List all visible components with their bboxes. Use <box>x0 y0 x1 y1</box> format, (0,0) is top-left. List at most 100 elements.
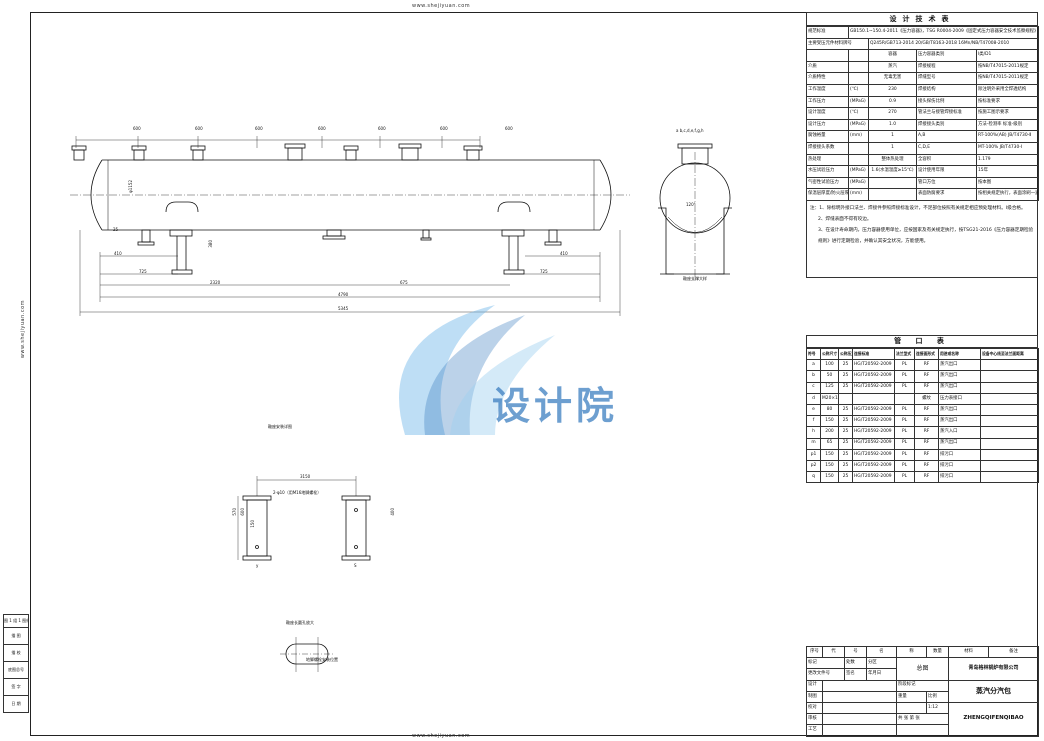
tech-unit <box>848 60 869 74</box>
tech-unit <box>848 49 869 62</box>
tech-row: 气密性试验压力(MPaG)管口方位按本图 <box>806 176 1040 190</box>
nozzle-cell: 25 <box>838 459 853 473</box>
tech-value-2: 按施工图示要求 <box>975 107 1040 120</box>
tech-row: 介质蒸汽焊接规程按NB/T47015-2011规定 <box>806 60 1040 74</box>
tb-product-pinyin: ZHENGQIFENQIBAO <box>948 701 1039 737</box>
tb-left-process: 工艺 <box>806 724 823 737</box>
nozzle-cell: 25 <box>838 415 853 428</box>
nozzle-cell: RF <box>914 448 939 461</box>
tech-value <box>868 176 917 190</box>
tech-label-2: 焊缝型号 <box>916 72 977 85</box>
tech-value: 1.0 <box>868 118 917 132</box>
nozzle-cell: e <box>806 403 821 417</box>
tech-value-2: MT-100% JB/T4730-Ⅰ <box>975 141 1040 155</box>
title-block-head-cell: 号 <box>844 645 867 659</box>
saddle-left-label: y <box>256 563 259 568</box>
dim-top-2: 600 <box>195 126 203 131</box>
nozzle-cell: PL <box>894 403 915 417</box>
tech-unit: (mm) <box>848 188 869 201</box>
nozzle-cell: RF <box>914 426 939 439</box>
tech-note-3: 3、在设计寿命期内，压力容器使用单位，应按国家及有关规定执行，按TSG21-20… <box>818 227 1034 244</box>
tech-label-2: 设计使用年限 <box>916 165 977 178</box>
tech-label: 介质 <box>806 60 849 74</box>
nozzle-cell: RF <box>914 359 939 372</box>
tech-value: 无毒无害 <box>868 72 917 85</box>
nozzle-cell: c <box>806 381 821 394</box>
nozzle-cell <box>838 392 853 405</box>
nozzle-cell: b <box>806 370 821 383</box>
slot-detail-title: 鞍座长圆孔放大 <box>286 620 314 625</box>
dim-410-right: 410 <box>560 251 568 256</box>
title-block-head-cell: 称 <box>896 645 927 659</box>
watermark-logo-icon <box>399 305 555 435</box>
nozzle-header-cell: 用途或名称 <box>938 347 981 361</box>
nozzle-cell: HG/T20592-2009 <box>852 459 895 473</box>
tech-unit: (MPaG) <box>848 118 869 132</box>
nozzle-cell <box>980 403 1039 417</box>
watermark-url-left: www.shejiyuan.com <box>20 300 26 359</box>
nozzle-table-title: 管 口 表 <box>806 335 1038 348</box>
nozzle-cell: 50 <box>820 370 839 383</box>
saddle-dim-570: 570 <box>232 508 237 516</box>
tech-unit: (℃) <box>848 107 869 120</box>
tb-stage-label: 阶段标记 <box>896 679 949 692</box>
nozzle-table: 管 口 表 符号公称尺寸公称压力连接标准法兰型式连接面形式用途或名称设备中心线至… <box>806 335 1039 484</box>
tech-value-2: 方法-检测率 标准-级别 <box>975 118 1040 132</box>
nozzle-cell: 25 <box>838 437 853 450</box>
left-strip-item-3: 描 校 <box>3 644 29 662</box>
nozzle-cell: RF <box>914 459 939 473</box>
nozzle-cell: 压力表接口 <box>938 392 981 405</box>
nozzle-cell: HG/T20592-2009 <box>852 370 895 383</box>
tech-value-2: 1.179 <box>975 153 1040 167</box>
nozzle-cell: 25 <box>838 370 853 383</box>
tech-value: 230 <box>868 83 917 97</box>
right-saddle <box>497 201 531 275</box>
nozzle-header-cell: 连接标准 <box>852 347 895 361</box>
tech-label-2: 管法兰与接管焊接标准 <box>916 107 977 120</box>
nozzle-cell: 蒸汽出口 <box>938 381 981 394</box>
dim-725-right: 725 <box>540 269 548 274</box>
tech-label: 介质特性 <box>806 72 849 85</box>
tech-label <box>806 49 849 62</box>
nozzle-cell: 蒸汽出口 <box>938 370 981 383</box>
tech-label: 焊接接头系数 <box>806 141 849 155</box>
nozzle-cell: HG/T20592-2009 <box>852 471 895 484</box>
nozzle-cell: a <box>806 359 821 372</box>
top-nozzles <box>71 143 483 161</box>
left-strip: 图 1 组 1 图纸目录 描 图 描 校 底图总号 签 字 日 期 <box>3 614 29 713</box>
tech-note-2: 2、焊缝表面不得有咬边。 <box>818 216 872 222</box>
title-block-head-cell: 代 <box>822 645 845 659</box>
nozzle-cell: PL <box>894 437 915 450</box>
nozzle-cell: 150 <box>820 415 839 428</box>
tech-value-2: 除注明外采用全焊透结构 <box>975 83 1040 97</box>
nozzle-cell: p1 <box>806 448 821 461</box>
tb-product-cn: 蒸汽分汽包 <box>948 679 1039 703</box>
main-parts-label: 主要受压元件材料牌号 <box>806 37 869 51</box>
tb-sign-label: 签名 <box>844 668 867 681</box>
nozzle-cell: PL <box>894 381 915 394</box>
nozzle-cell: PL <box>894 359 915 372</box>
tech-table: 设计技术表 规范标准 GB150.1~150.4-2011《压力容器》，TSG … <box>806 12 1040 278</box>
nozzle-cell: 蒸汽出口 <box>938 415 981 428</box>
tech-value-2: 按本图 <box>975 176 1040 190</box>
nozzle-cell <box>980 426 1039 439</box>
nozzle-cell: 排污口 <box>938 459 981 473</box>
tb-scale-value: 1:12 <box>926 701 949 715</box>
tech-value: 容器 <box>868 49 917 62</box>
nozzle-cell: RF <box>914 471 939 484</box>
slot-detail-note: 地脚螺栓安装位置 <box>306 657 338 662</box>
dim-675: 675 <box>400 280 408 285</box>
nozzle-cell: 蒸汽入口 <box>938 426 981 439</box>
tech-unit: (℃) <box>848 83 869 97</box>
nozzle-cell: 25 <box>838 359 853 372</box>
tb-weight-label: 重量 <box>896 690 927 703</box>
nozzle-cell: 25 <box>838 448 853 461</box>
